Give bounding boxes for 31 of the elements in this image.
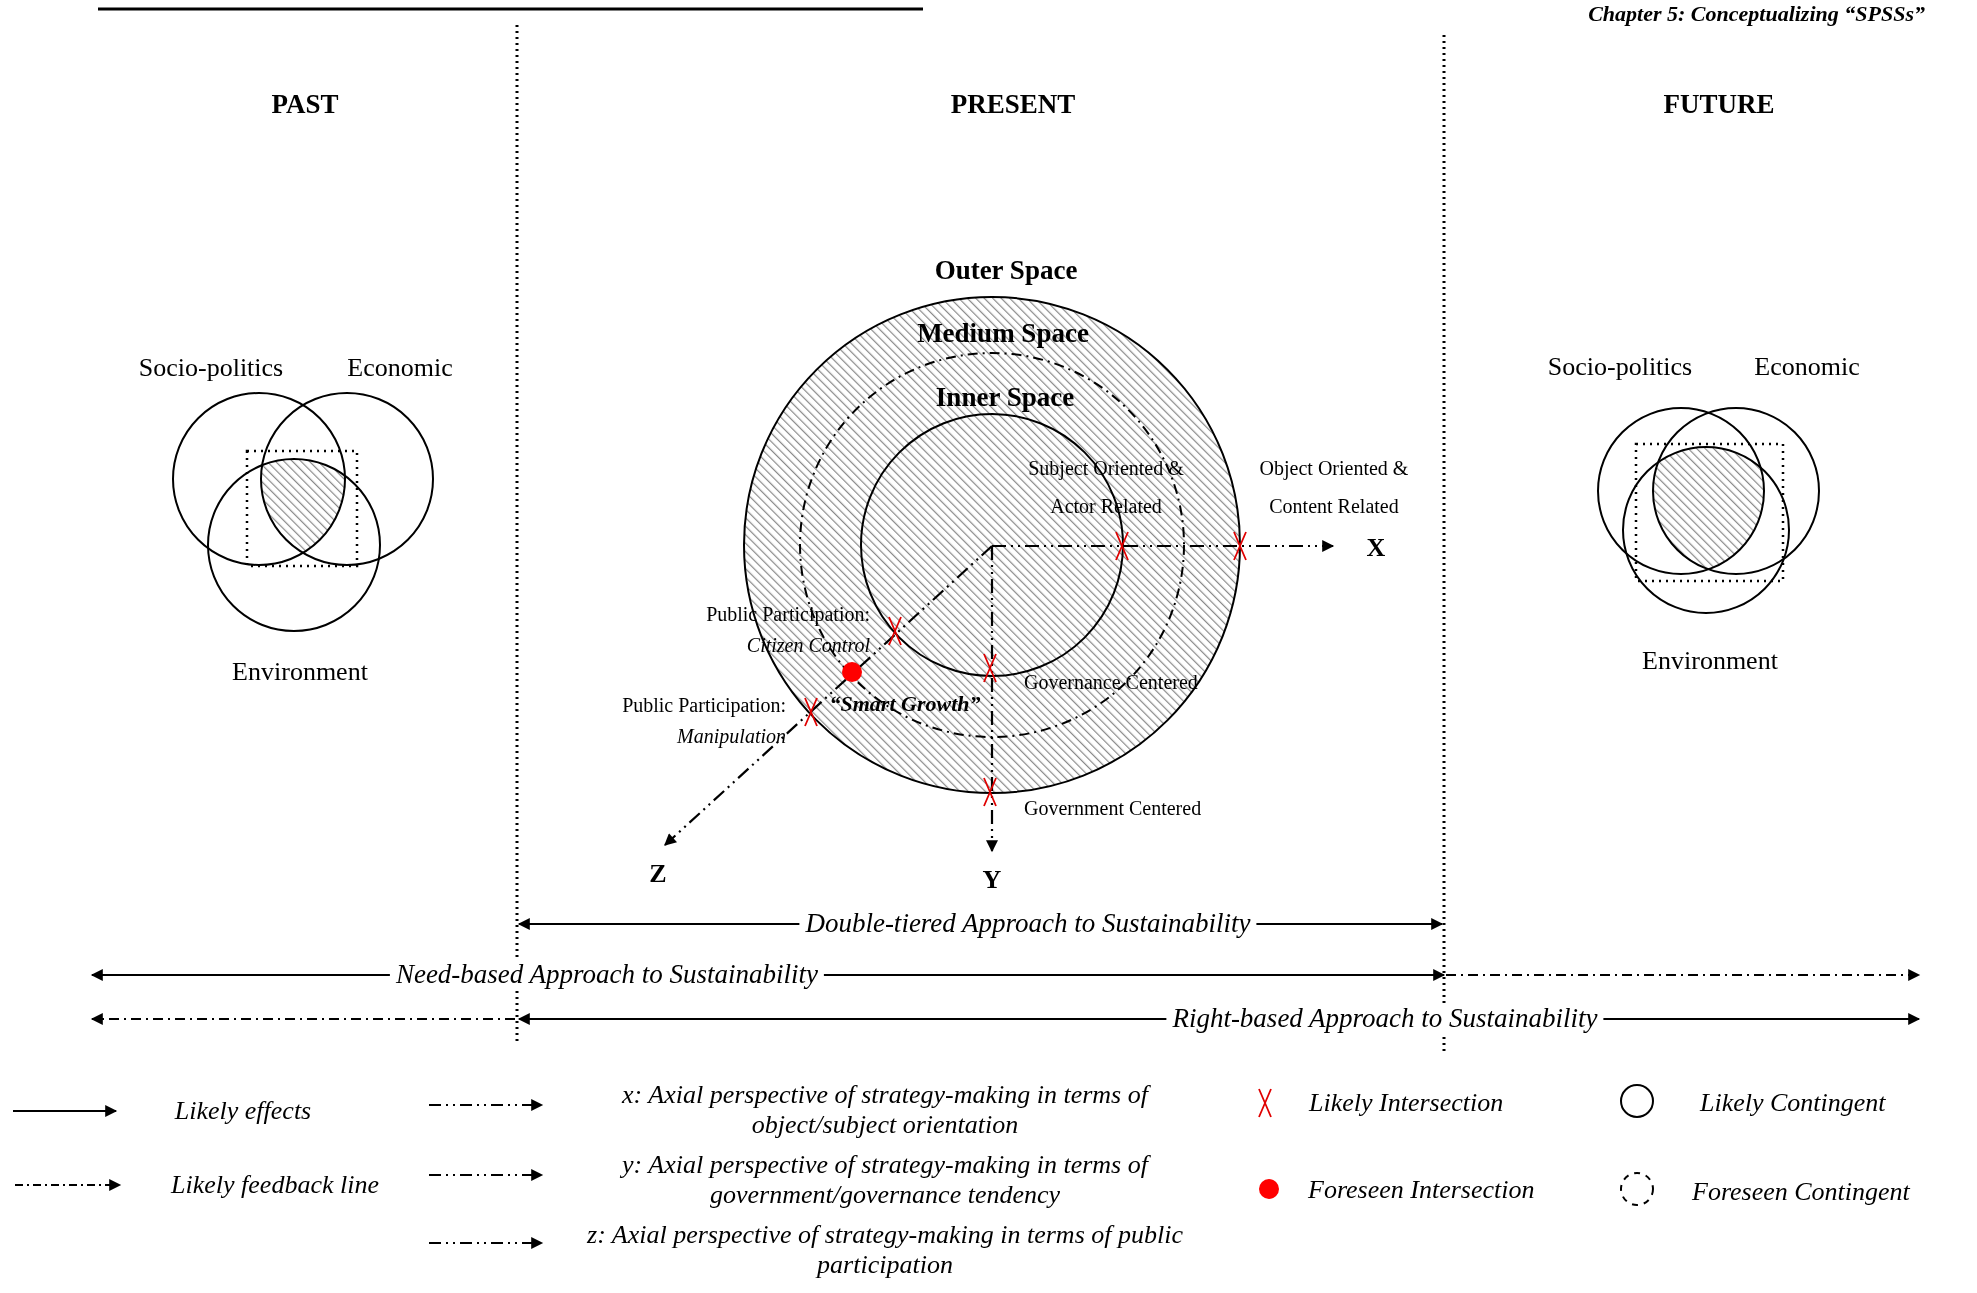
- legend-text: Likely effects: [174, 1096, 312, 1126]
- axis-note: Public Participation: Manipulation: [621, 693, 786, 750]
- circle-label: Medium Space: [917, 318, 1089, 350]
- column-heading: FUTURE: [1663, 89, 1775, 121]
- circle-label: Outer Space: [934, 255, 1078, 287]
- column-heading: PAST: [271, 89, 339, 121]
- legend-text: y: Axial perspective of strategy-making in terms of government/governance tendency: [565, 1150, 1205, 1210]
- legend-text: Foreseen Contingent: [1692, 1177, 1910, 1207]
- legend-text: Likely feedback line: [171, 1170, 379, 1200]
- column-heading: PRESENT: [950, 89, 1076, 121]
- highlight-label: “Smart Growth”: [829, 691, 981, 717]
- venn-label: Environment: [232, 657, 368, 687]
- venn-label: Economic: [1754, 352, 1860, 382]
- legend-text: z: Axial perspective of strategy-making in terms of public participation: [586, 1220, 1184, 1280]
- span-label: Need-based Approach to Sustainability: [389, 959, 825, 991]
- running-header: Chapter 5: Conceptualizing “SPSSs”: [1588, 1, 1925, 27]
- legend-text: Likely Contingent: [1700, 1088, 1886, 1118]
- venn-label: Environment: [1642, 646, 1778, 676]
- circle-label: Inner Space: [935, 382, 1075, 414]
- axis-label: Z: [649, 859, 667, 889]
- venn-label: Economic: [347, 353, 453, 383]
- axis-note: Governance Centered: [1024, 670, 1198, 694]
- legend-text: Foreseen Intersection: [1308, 1175, 1535, 1205]
- venn-label: Socio-politics: [1547, 352, 1693, 382]
- legend-text: Likely Intersection: [1309, 1088, 1504, 1118]
- axis-label: X: [1366, 533, 1386, 563]
- venn-label: Socio-politics: [138, 353, 284, 383]
- legend-text: x: Axial perspective of strategy-making in terms of object/subject orientation: [565, 1080, 1205, 1140]
- axis-label: Y: [982, 865, 1002, 895]
- axis-note: Government Centered: [1024, 796, 1202, 820]
- axis-note: Object Oriented & Content Related: [1258, 456, 1410, 519]
